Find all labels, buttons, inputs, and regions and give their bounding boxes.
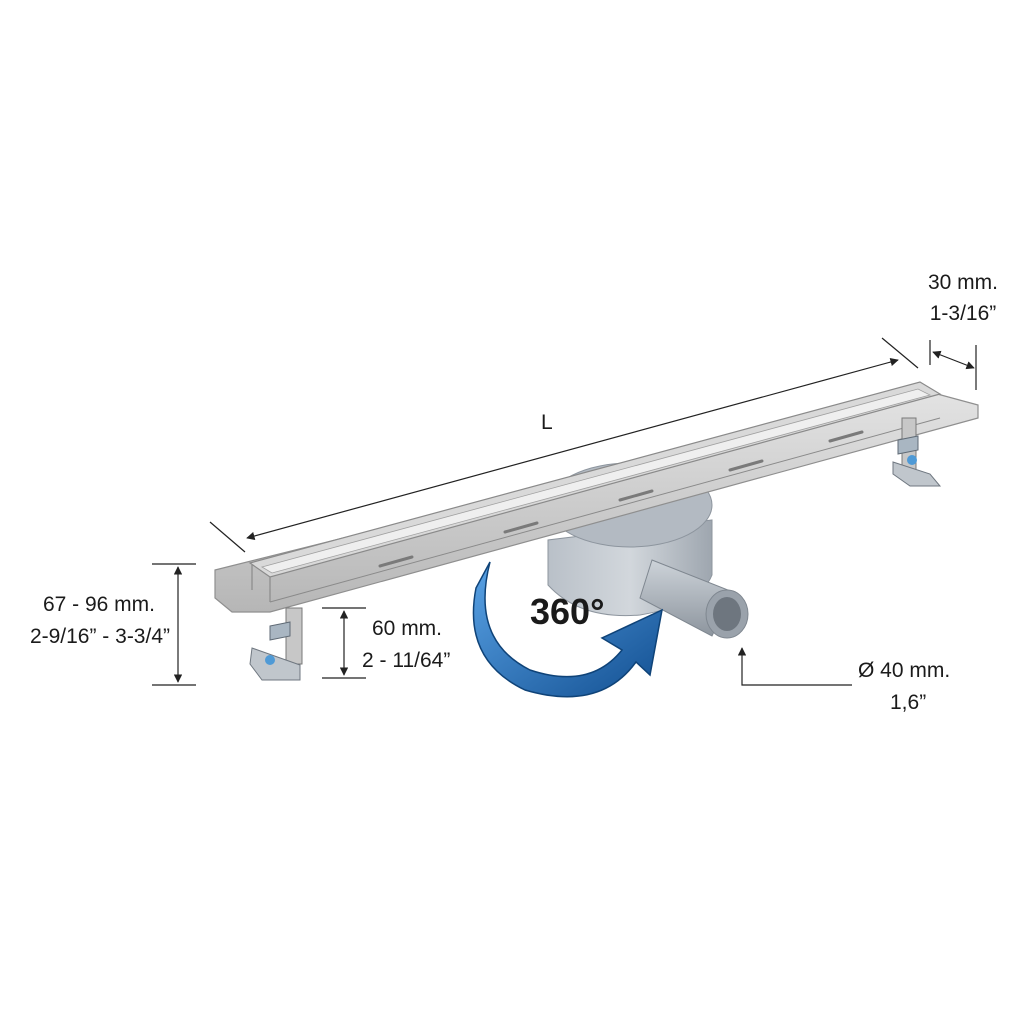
left-foot: [249, 607, 303, 681]
dimension-width: [929, 340, 977, 390]
width-mm-label: 30 mm.: [927, 271, 998, 294]
rotation-arrow: [472, 561, 664, 698]
height-range-mm-label: 67 - 96 mm.: [42, 593, 155, 616]
outlet-height-mm-label: 60 mm.: [372, 617, 443, 640]
pipe-diameter-in-label: 1,6”: [890, 691, 927, 714]
dimension-total-height: [152, 563, 196, 686]
pipe-diameter-mm-label: Ø 40 mm.: [858, 659, 951, 682]
dimension-pipe-diameter: [737, 647, 852, 686]
height-range-in-label: 2-9/16” - 3-3/4”: [29, 625, 170, 648]
outlet-height-in-label: 2 - 11/64”: [362, 649, 451, 672]
dimension-outlet-height: [322, 607, 366, 679]
dimension-length: [209, 337, 919, 553]
right-foot: [892, 417, 942, 487]
width-in-label: 1-3/16”: [929, 302, 997, 325]
outlet-pipe: [639, 559, 749, 639]
length-label: L: [541, 411, 553, 434]
rotation-label: 360°: [530, 591, 605, 632]
